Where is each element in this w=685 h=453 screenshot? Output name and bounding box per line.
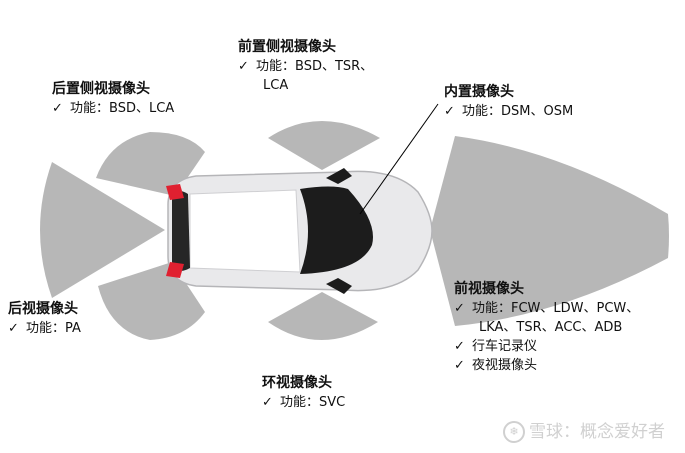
snowball-logo-icon: ❄: [503, 421, 525, 443]
rear-view-camera-label: 后视摄像头 ✓ 功能：PA: [8, 300, 81, 338]
label-line: 功能：BSD、LCA: [70, 101, 175, 116]
label-line: 功能：PA: [26, 321, 81, 336]
check-icon: ✓: [8, 321, 19, 336]
fov-surround-bottom: [268, 292, 378, 340]
side-mirror-bottom: [326, 278, 352, 294]
front-view-camera-label: 前视摄像头 ✓ 功能：FCW、LDW、PCW、 LKA、TSR、ACC、ADB ✓…: [454, 280, 639, 375]
label-title: 前视摄像头: [454, 281, 524, 297]
tail-light-bottom: [166, 262, 184, 278]
side-mirror-top: [326, 168, 352, 184]
fov-front-side-top: [268, 121, 380, 170]
fov-rear-camera: [40, 162, 165, 298]
check-icon: ✓: [262, 395, 273, 410]
label-line: 夜视摄像头: [472, 358, 538, 373]
label-title: 前置侧视摄像头: [238, 39, 336, 55]
label-title: 后视摄像头: [8, 301, 78, 317]
check-icon: ✓: [52, 101, 63, 116]
car-top-view: [166, 103, 439, 294]
front-side-camera-label: 前置侧视摄像头 ✓ 功能：BSD、TSR、 LCA: [238, 38, 373, 95]
rear-side-camera-label: 后置侧视摄像头 ✓ 功能：BSD、LCA: [52, 80, 174, 118]
surround-camera-label: 环视摄像头 ✓ 功能：SVC: [262, 374, 345, 412]
label-line: LCA: [263, 78, 289, 93]
label-title: 环视摄像头: [262, 375, 332, 391]
fov-rear-side-bottom: [98, 262, 205, 340]
watermark-text: 雪球：概念爱好者: [529, 422, 665, 442]
fov-front-camera: [430, 136, 669, 326]
label-line: 功能：DSM、OSM: [462, 104, 574, 119]
label-line: 功能：SVC: [280, 395, 346, 410]
check-icon: ✓: [454, 358, 465, 373]
check-icon: ✓: [444, 104, 455, 119]
tail-light-top: [166, 184, 184, 200]
label-title: 后置侧视摄像头: [52, 81, 150, 97]
label-line: 功能：FCW、LDW、PCW、: [472, 301, 640, 316]
fov-rear-side-top: [96, 132, 205, 196]
interior-camera-label: 内置摄像头 ✓ 功能：DSM、OSM: [444, 83, 573, 121]
watermark: ❄雪球：概念爱好者: [503, 417, 665, 443]
rear-window: [172, 191, 190, 271]
label-line: LKA、TSR、ACC、ADB: [479, 320, 623, 335]
label-title: 内置摄像头: [444, 84, 514, 100]
check-icon: ✓: [238, 59, 249, 74]
check-icon: ✓: [454, 339, 465, 354]
windshield: [300, 186, 373, 274]
interior-camera-pointer: [359, 103, 439, 215]
check-icon: ✓: [454, 301, 465, 316]
label-line: 功能：BSD、TSR、: [256, 59, 374, 74]
car-roof: [189, 189, 301, 273]
label-line: 行车记录仪: [472, 339, 538, 354]
